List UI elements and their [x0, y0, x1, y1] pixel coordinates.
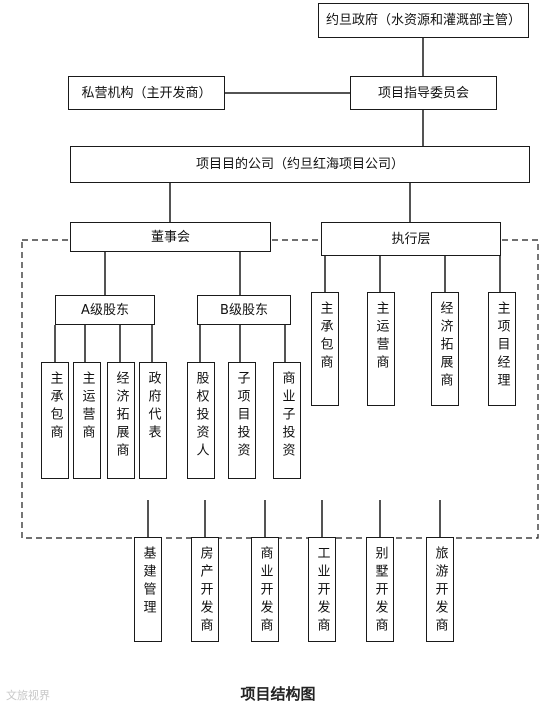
- developer-label: 基建管理: [140, 546, 156, 618]
- exec-child-economic-developer: 经济拓展商: [431, 292, 459, 406]
- project-company-label: 项目目的公司（约旦红海项目公司）: [195, 157, 404, 172]
- board-of-directors-label: 董事会: [150, 229, 190, 245]
- developer-industrial: 工业开发商: [308, 537, 336, 642]
- developer-label: 房产开发商: [197, 546, 213, 636]
- a-child-main-contractor: 主承包商: [41, 362, 69, 479]
- developer-real-estate: 房产开发商: [191, 537, 219, 642]
- a-child-label: 政府代表: [145, 371, 161, 443]
- exec-child-main-contractor: 主承包商: [311, 292, 339, 406]
- a-child-label: 主运营商: [79, 371, 95, 443]
- b-child-label: 股权投资人: [193, 371, 209, 461]
- developer-infrastructure: 基建管理: [134, 537, 162, 642]
- b-child-label: 商业子投资: [279, 371, 295, 461]
- a-child-main-operator: 主运营商: [73, 362, 101, 479]
- developer-label: 工业开发商: [314, 546, 330, 636]
- exec-child-label: 主运营商: [373, 301, 389, 373]
- b-child-equity-investor: 股权投资人: [187, 362, 215, 479]
- watermark-text: 文旅视界: [6, 689, 50, 702]
- b-child-commercial-investment: 商业子投资: [273, 362, 301, 479]
- board-of-directors-box: 董事会: [70, 222, 271, 252]
- developer-tourism: 旅游开发商: [426, 537, 454, 642]
- exec-child-label: 主承包商: [317, 301, 333, 373]
- a-child-economic-developer: 经济拓展商: [107, 362, 135, 479]
- project-company-box: 项目目的公司（约旦红海项目公司）: [70, 146, 530, 183]
- executive-layer-box: 执行层: [321, 222, 501, 256]
- private-organization-label: 私营机构（主开发商）: [81, 85, 212, 101]
- private-organization-box: 私营机构（主开发商）: [68, 76, 225, 110]
- exec-child-label: 主项目经理: [494, 301, 510, 391]
- a-child-label: 经济拓展商: [113, 371, 129, 461]
- steering-committee-label: 项目指导委员会: [377, 85, 469, 101]
- diagram-caption: 项目结构图: [240, 685, 316, 703]
- class-a-shareholder-label: A级股东: [81, 302, 129, 318]
- jordan-government-box: 约旦政府（水资源和灌溉部主管）: [318, 3, 529, 38]
- steering-committee-box: 项目指导委员会: [350, 76, 497, 110]
- executive-layer-label: 执行层: [391, 231, 431, 247]
- developer-label: 旅游开发商: [432, 546, 448, 636]
- a-child-government-rep: 政府代表: [139, 362, 167, 479]
- developer-villa: 别墅开发商: [366, 537, 394, 642]
- exec-child-project-manager: 主项目经理: [488, 292, 516, 406]
- developer-commercial: 商业开发商: [251, 537, 279, 642]
- developer-label: 商业开发商: [257, 546, 273, 636]
- b-child-label: 子项目投资: [234, 371, 250, 461]
- developer-label: 别墅开发商: [372, 546, 388, 636]
- exec-child-main-operator: 主运营商: [367, 292, 395, 406]
- exec-child-label: 经济拓展商: [437, 301, 453, 391]
- b-child-subproject-investment: 子项目投资: [228, 362, 256, 479]
- jordan-government-label: 约旦政府（水资源和灌溉部主管）: [325, 13, 521, 28]
- class-a-shareholder-box: A级股东: [55, 295, 155, 325]
- class-b-shareholder-box: B级股东: [197, 295, 291, 325]
- class-b-shareholder-label: B级股东: [220, 302, 268, 318]
- a-child-label: 主承包商: [47, 371, 63, 443]
